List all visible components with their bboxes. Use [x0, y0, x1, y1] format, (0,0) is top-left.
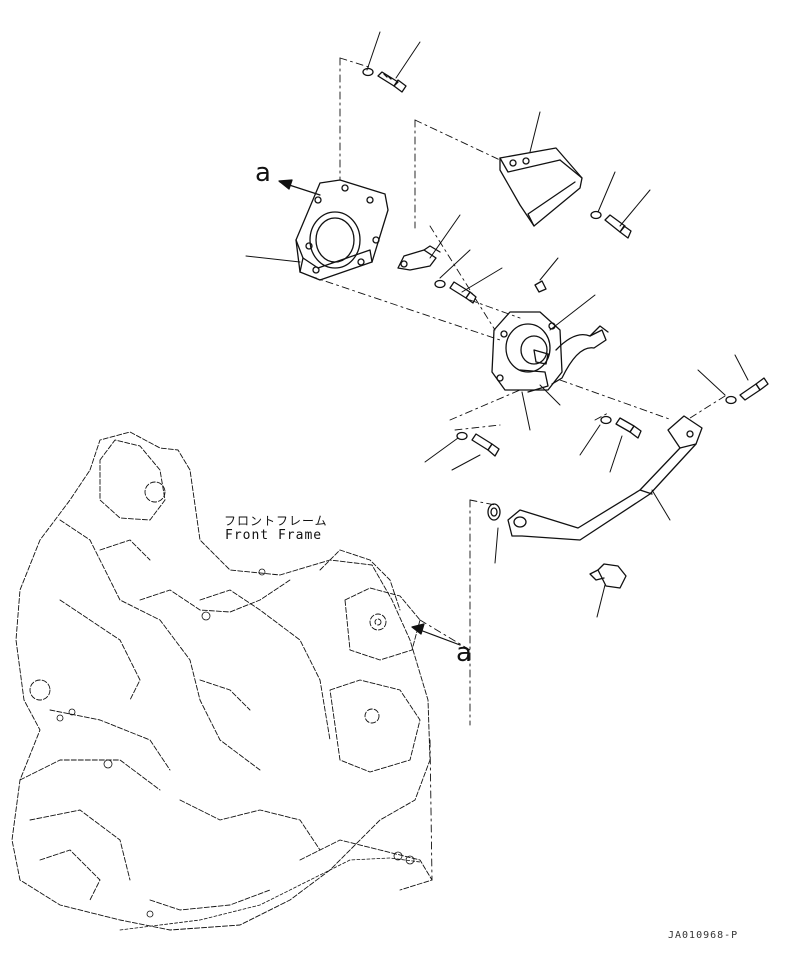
- bolt-clip: [434, 279, 477, 304]
- front-frame-label-en: Front Frame: [225, 528, 323, 543]
- front-frame-outline: [11, 431, 433, 931]
- bolt-bracket: [590, 210, 632, 239]
- lever-arm: [507, 415, 703, 541]
- bolt-lever-top: [725, 377, 769, 405]
- front-frame-label-jp: フロントフレーム: [224, 514, 328, 528]
- angle-sensor: [491, 311, 609, 393]
- callout-label-top: a: [255, 158, 271, 188]
- flange-plate: [295, 179, 389, 281]
- front-frame-details: [56, 568, 415, 918]
- key-pin: [534, 280, 547, 293]
- bolt-sensor-right: [600, 415, 642, 439]
- shoulder-bolt: [589, 563, 627, 589]
- hose-line: [119, 857, 421, 931]
- leader-lines: [245, 31, 749, 618]
- callout-label-bottom: a: [456, 638, 472, 668]
- bolt-top-left: [362, 67, 407, 93]
- assembly-guide-lines: [309, 57, 726, 881]
- bolt-sensor-left: [456, 431, 500, 457]
- wire-clip: [397, 245, 441, 271]
- callout-arrow-top: [278, 179, 321, 196]
- washer-lever: [487, 503, 501, 521]
- callout-arrow-bottom: [411, 623, 461, 646]
- sensor-bracket: [499, 147, 583, 227]
- drawing-code: JA010968-P: [668, 930, 739, 941]
